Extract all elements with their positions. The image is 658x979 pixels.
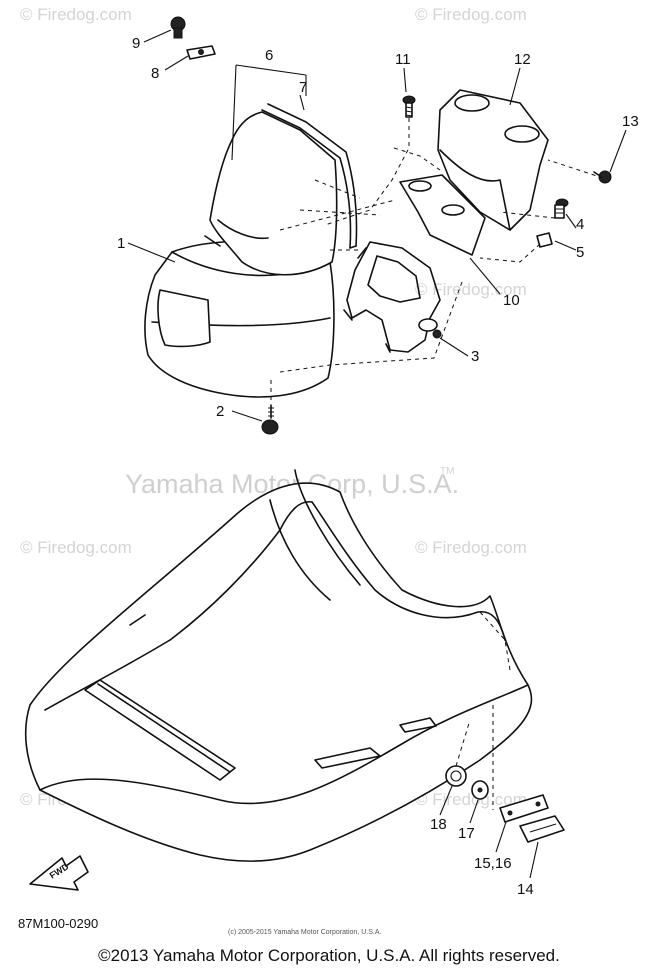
- callout-2: 2: [216, 403, 224, 420]
- meter-bracket-part-10: [399, 174, 486, 256]
- screw-part-4: [554, 198, 569, 219]
- forward-arrow-icon: FWD: [29, 855, 89, 891]
- callout-10: 10: [503, 292, 520, 309]
- callout-7: 7: [299, 79, 307, 96]
- callout-17: 17: [458, 825, 475, 842]
- callout-13: 13: [622, 113, 639, 130]
- mounting-bracket-part-3: [343, 241, 442, 353]
- callout-15-16: 15,16: [474, 855, 512, 872]
- watermark-lower-right: © Firedog.com: [415, 538, 527, 557]
- leader-lines-upper: [127, 29, 627, 422]
- meter-housing-part-12: [437, 89, 549, 231]
- assembly-guide-lines-lower: [455, 705, 494, 810]
- callout-14: 14: [517, 881, 534, 898]
- assembly-guide-lines-upper: [270, 118, 604, 400]
- nut-part-8: [186, 45, 216, 60]
- watermark-top-left: © Firedog.com: [20, 5, 132, 24]
- callout-18: 18: [430, 816, 447, 833]
- headlight-cover-part-1: [144, 235, 335, 398]
- bolt-part-9: [170, 16, 186, 39]
- callout-labels: 9 8 6 7 11 12 13 4 5 1 10 3 2 18 17 15,1…: [117, 35, 639, 898]
- callout-1: 1: [117, 235, 125, 252]
- rear-cowl-part: [24, 469, 533, 862]
- callout-3: 3: [471, 348, 479, 365]
- footer-copyright: ©2013 Yamaha Motor Corporation, U.S.A. A…: [98, 946, 560, 965]
- watermark-bottom-right: © Firedog.com: [415, 790, 527, 809]
- washer-part-17: [471, 780, 489, 800]
- grommet-part-5: [536, 232, 553, 248]
- callout-9: 9: [132, 35, 140, 52]
- callout-4: 4: [576, 216, 584, 233]
- small-copyright: (c) 2005-2015 Yamaha Motor Corporation, …: [228, 929, 381, 936]
- windshield-trim-part-7: [261, 103, 358, 249]
- leader-lines-lower: [439, 785, 539, 879]
- callout-6: 6: [265, 47, 273, 64]
- watermark-lower-left: © Firedog.com: [20, 538, 132, 557]
- watermark-mid-right: © Firedog.com: [415, 280, 527, 299]
- diagram-code: 87M100-0290: [18, 916, 98, 931]
- screw-part-13: [593, 170, 612, 184]
- nut-part-18: [445, 765, 467, 787]
- watermark-top-right: © Firedog.com: [415, 5, 527, 24]
- windshield-part-6: [209, 111, 338, 276]
- bolt-part-2: [261, 404, 279, 435]
- screw-part-11: [402, 95, 416, 118]
- callout-11: 11: [395, 51, 411, 68]
- plate-part-15-16: [499, 794, 549, 823]
- callout-8: 8: [151, 65, 159, 82]
- callout-12: 12: [514, 51, 531, 68]
- callout-5: 5: [576, 244, 584, 261]
- damper-part-14: [519, 815, 565, 843]
- watermark-tm: TM: [440, 466, 454, 477]
